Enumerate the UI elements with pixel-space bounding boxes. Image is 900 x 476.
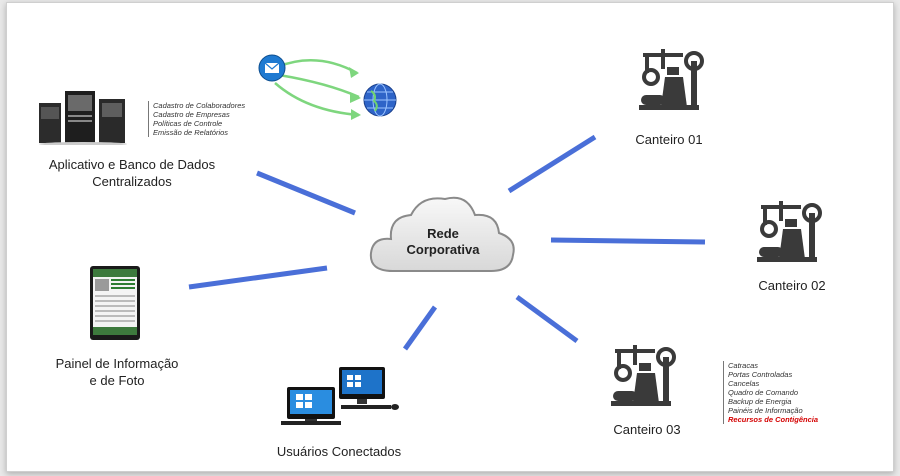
- construction-site-icon: [611, 345, 676, 406]
- server-features-list: Cadastro de Colaboradores Cadastro de Em…: [148, 101, 245, 137]
- users-label: Usuários Conectados: [276, 444, 402, 459]
- site3-feature: Quadro de Comando: [728, 388, 799, 397]
- link-server: [256, 170, 356, 216]
- link-users: [402, 305, 438, 351]
- cloud-icon: [369, 196, 515, 272]
- site3-feature: Cancelas: [728, 379, 760, 388]
- server-label: Aplicativo e Banco de Dados Centralizado…: [17, 156, 247, 190]
- construction-site-icon: [639, 49, 704, 110]
- site-label-01: Canteiro 01: [635, 132, 703, 147]
- cloud-label: Rede Corporativa: [383, 226, 503, 258]
- server-label-line2: Centralizados: [92, 174, 172, 189]
- link-canteiro-03: [515, 294, 579, 344]
- globe-icon: [363, 83, 397, 117]
- server-feature: Cadastro de Empresas: [153, 110, 230, 119]
- server-feature: Cadastro de Colaboradores: [153, 101, 246, 110]
- diagram-canvas: Rede Corporativa Cadastro de Colaborador…: [6, 2, 894, 472]
- panel-label-line2: e de Foto: [89, 373, 145, 388]
- construction-site-icon: [757, 201, 822, 262]
- site3-feature: Portas Controladas: [728, 370, 793, 379]
- server-label-line1: Aplicativo e Banco de Dados: [48, 157, 216, 172]
- info-panel-icon: [90, 266, 140, 340]
- link-canteiro-02: [550, 237, 706, 245]
- link-canteiro-01: [507, 134, 597, 194]
- link-panel: [188, 265, 328, 290]
- site3-feature: Backup de Energia: [728, 397, 792, 406]
- site3-feature: Catracas: [728, 361, 759, 370]
- site3-highlight-feature: Recursos de Contigência: [728, 415, 819, 424]
- site3-features-list: Catracas Portas Controladas Cancelas Qua…: [723, 361, 818, 424]
- site3-feature: Painéis de Informação: [728, 406, 803, 415]
- cloud-label-line2: Corporativa: [406, 242, 480, 257]
- panel-label-line1: Painel de Informação: [55, 356, 179, 371]
- server-icon: [39, 91, 127, 145]
- computers-icon: [281, 367, 399, 425]
- site-label-02: Canteiro 02: [758, 278, 826, 293]
- panel-label: Painel de Informação e de Foto: [27, 355, 207, 389]
- email-arrows: [274, 59, 360, 117]
- server-feature: Emissão de Relatórios: [153, 128, 229, 137]
- server-feature: Políticas de Controle: [153, 119, 223, 128]
- email-icon: [258, 54, 286, 82]
- connection-lines: [188, 59, 706, 351]
- site-label-03: Canteiro 03: [613, 422, 681, 437]
- cloud-label-line1: Rede: [427, 226, 459, 241]
